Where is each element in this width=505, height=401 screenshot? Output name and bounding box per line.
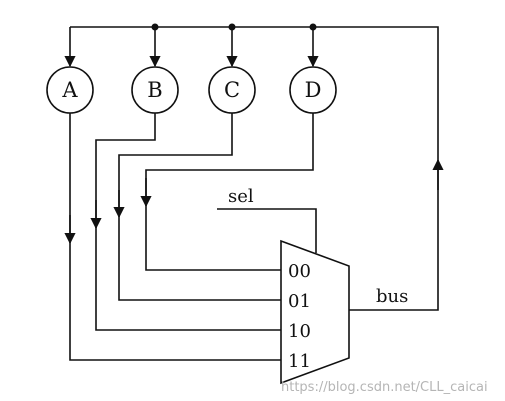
junction-dot-c xyxy=(228,23,236,31)
register-b-label: B xyxy=(147,78,162,102)
select-label: sel xyxy=(228,186,254,207)
register-d: D xyxy=(289,66,337,114)
register-a-label: A xyxy=(61,78,78,102)
output-wire-d xyxy=(145,113,314,271)
junction-dot-d xyxy=(309,23,317,31)
output-wire-b xyxy=(95,113,281,331)
mux-input-11: 11 xyxy=(288,351,311,372)
register-output-wires xyxy=(64,113,314,361)
register-a: A xyxy=(46,66,94,114)
register-input-wires xyxy=(64,27,319,68)
output-wire-c xyxy=(118,113,281,301)
mux-input-00: 00 xyxy=(288,261,311,282)
register-b: B xyxy=(131,66,179,114)
mux-input-01: 01 xyxy=(288,291,311,312)
bus-feedback-wire xyxy=(70,26,444,311)
register-c-label: C xyxy=(224,78,240,102)
register-c: C xyxy=(208,66,256,114)
watermark-text: https://blog.csdn.net/CLL_caicai xyxy=(281,380,488,395)
multiplexer: 00 01 10 11 xyxy=(280,239,350,385)
bus-label: bus xyxy=(376,286,408,307)
bus-junctions xyxy=(151,23,317,31)
register-d-label: D xyxy=(305,78,322,102)
junction-dot-b xyxy=(151,23,159,31)
mux-input-10: 10 xyxy=(288,321,311,342)
output-wire-a xyxy=(69,113,281,361)
select-line: sel xyxy=(217,186,317,253)
